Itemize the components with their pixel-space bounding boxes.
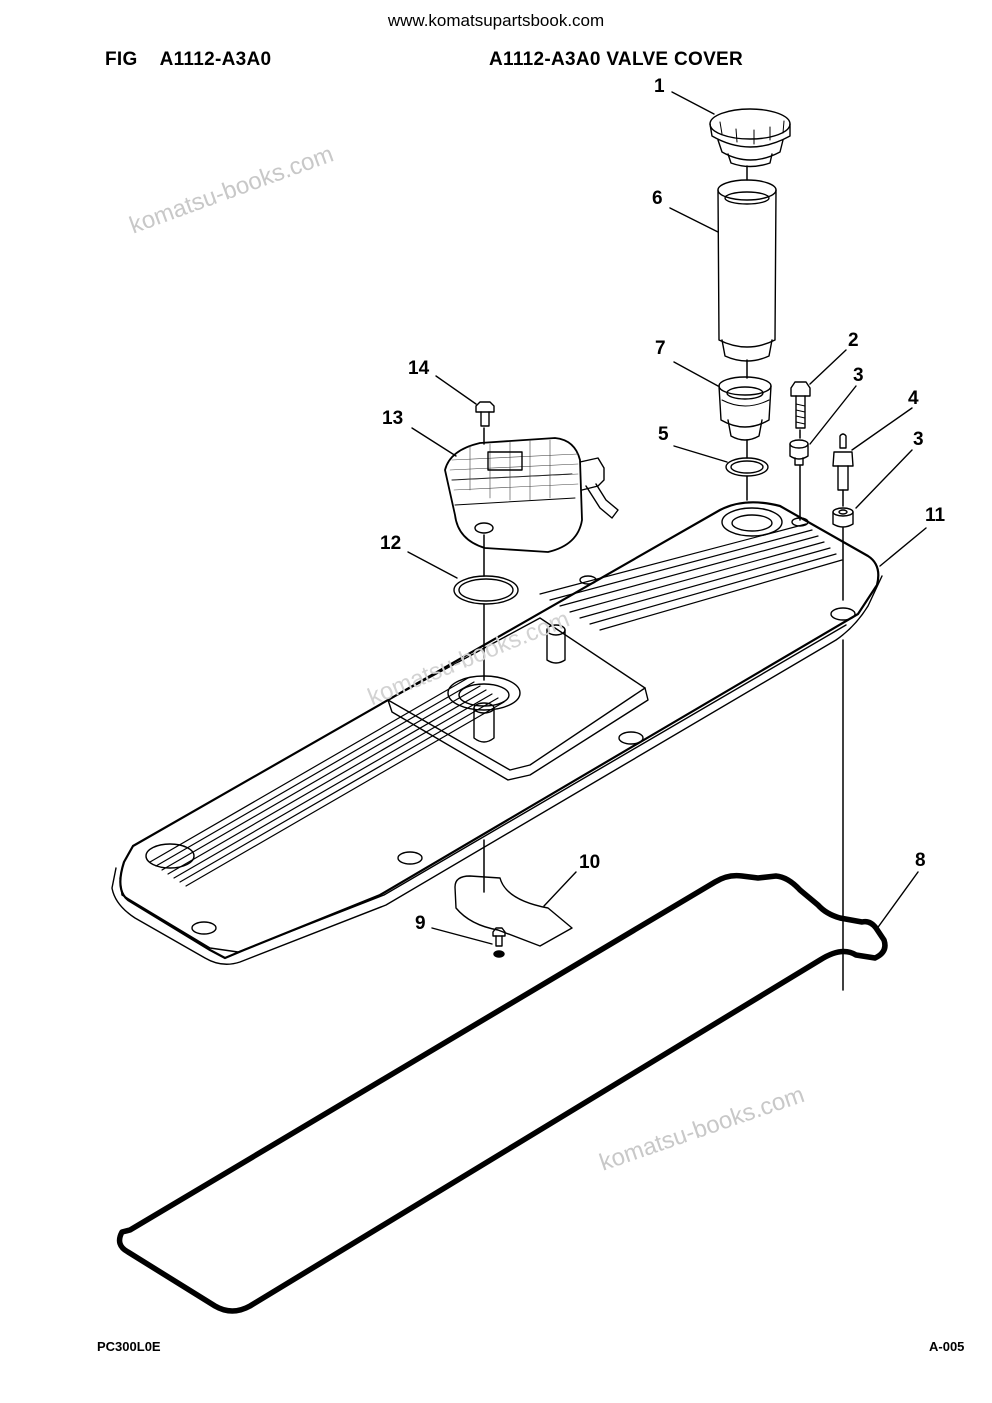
leader-3a (809, 385, 857, 445)
baffle-plate (454, 875, 573, 947)
bolt-14 (475, 401, 495, 427)
valve-cover-gasket (116, 872, 888, 1314)
leader-4 (851, 407, 913, 451)
callout-7: 7 (655, 338, 666, 359)
callout-13: 13 (382, 408, 403, 429)
leader-11 (879, 527, 927, 567)
leader-3b (855, 449, 913, 509)
callout-numbers: 1 6 7 2 3 4 3 5 14 13 11 12 10 9 8 (380, 76, 946, 934)
callout-5: 5 (658, 424, 669, 445)
leader-5 (673, 445, 728, 463)
footer-model: PC300L0E (97, 1339, 161, 1354)
leader-12 (407, 551, 458, 579)
bolt-2 (790, 381, 811, 429)
callout-2: 2 (848, 330, 859, 351)
breather-unit (444, 437, 619, 553)
center-pad (387, 617, 646, 771)
callout-8: 8 (915, 850, 926, 871)
cover-flange-inner (119, 624, 847, 953)
valve-cover-body (111, 501, 883, 965)
fig-label: FIG (105, 49, 138, 70)
leader-6 (669, 207, 719, 233)
page-title: A1112-A3A0 VALVE COVER (489, 49, 744, 70)
oil-filler-port (721, 507, 783, 537)
leader-8 (875, 871, 919, 931)
o-ring-5 (725, 457, 769, 477)
breather-port-inner (458, 683, 510, 707)
leader-7 (673, 361, 719, 387)
leader-14 (435, 375, 477, 405)
cover-ribs (149, 523, 843, 887)
filler-adapter (718, 376, 772, 441)
leader-1 (671, 91, 715, 115)
callout-1: 1 (654, 76, 665, 97)
fig-code: A1112-A3A0 (159, 49, 272, 70)
leader-2 (809, 349, 847, 385)
leader-lines (407, 91, 927, 945)
callout-4: 4 (908, 388, 919, 409)
nut-3-lower (832, 507, 854, 528)
nut-3-upper (789, 439, 809, 466)
callout-9: 9 (415, 913, 426, 934)
oil-filler-cap (709, 108, 791, 168)
callout-6: 6 (652, 188, 663, 209)
callout-10: 10 (579, 852, 600, 873)
callout-12: 12 (380, 533, 401, 554)
cover-flange (111, 575, 883, 965)
center-pad-side (387, 687, 649, 781)
website-url: www.komatsupartsbook.com (387, 11, 605, 30)
cover-top-outline (119, 501, 880, 960)
o-ring-12 (453, 575, 519, 605)
leader-9 (431, 927, 493, 945)
filler-tube (717, 179, 777, 362)
callout-3a: 3 (853, 365, 864, 386)
center-boss (473, 707, 495, 743)
leader-13 (411, 427, 457, 457)
footer-page-number: A-005 (929, 1339, 965, 1354)
callout-11: 11 (925, 505, 946, 526)
callout-14: 14 (408, 358, 430, 379)
screw-9 (492, 927, 506, 958)
assembly-lines (483, 165, 844, 991)
callout-3b: 3 (913, 429, 924, 450)
oil-filler-port-inner (731, 514, 773, 532)
leader-10 (543, 871, 577, 907)
small-boss (546, 629, 566, 664)
flange-bolt-holes (191, 517, 856, 935)
left-end-boss (145, 843, 195, 869)
figure-number: FIG A1112-A3A0 (105, 49, 271, 71)
stud-4 (832, 433, 854, 491)
